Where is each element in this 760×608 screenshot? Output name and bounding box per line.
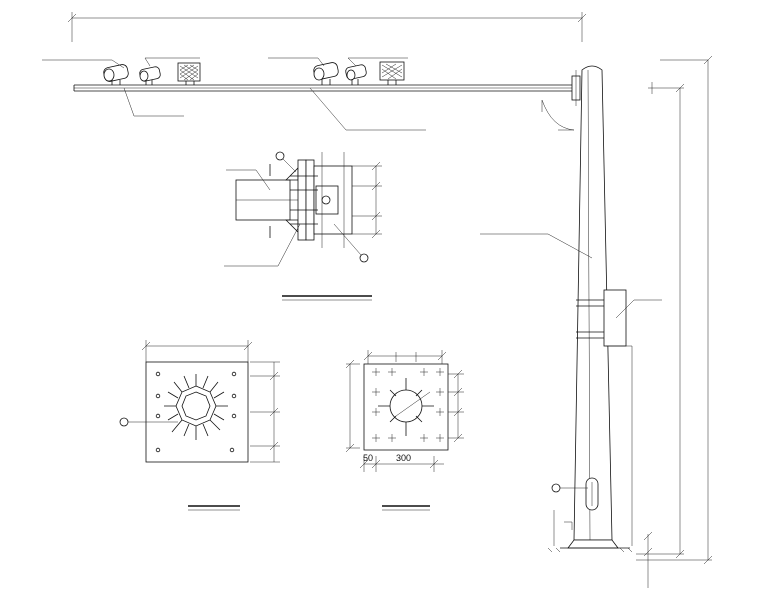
hole-spacing-dimension: 300 [396,453,411,463]
camera-icon [313,62,339,85]
fill-light-icon [177,62,201,85]
arm-equipment [103,61,405,85]
right-height-dimensions [636,55,713,588]
camera-icon [103,64,129,85]
camera-icon [139,66,161,85]
top-overall-dimension [67,12,587,42]
edge-offset-dimension: 50 [363,453,373,463]
fill-light-icon [379,61,405,85]
cantilever-arm [73,70,581,106]
arm-leaders [42,57,426,131]
base-plate-plan [119,340,280,511]
camera-icon [345,64,367,85]
anchor-plate-plan: 50 300 [345,350,464,511]
flange-connection-detail [224,151,382,301]
anchor-bolts [372,368,444,442]
pole [480,65,662,553]
